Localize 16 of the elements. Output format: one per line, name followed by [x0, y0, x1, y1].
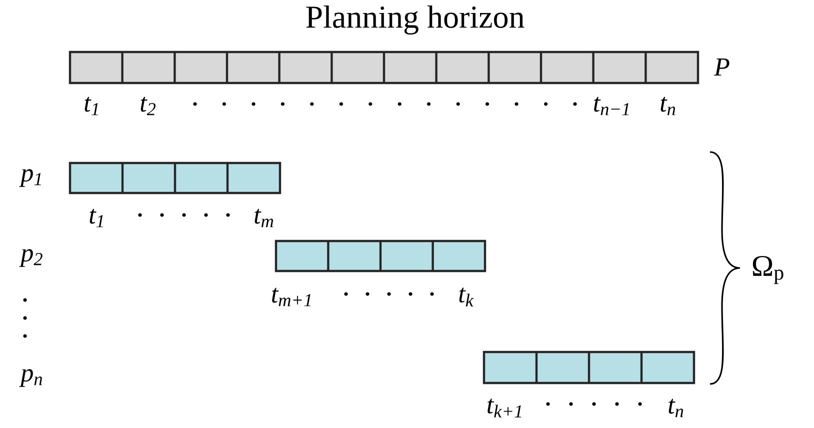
math-label: p$_{2}$: [19, 249, 42, 267]
math-label: P: [714, 58, 730, 76]
math-label: t$_{m}$: [254, 208, 274, 228]
math-label: t$_{m+1}$: [272, 288, 311, 306]
title: Planning horizon: [306, 5, 524, 35]
math-label: t$_{1}$: [84, 96, 98, 116]
math-label: t$_{n}$: [668, 398, 684, 418]
math-label: t$_{n−1}$: [594, 96, 629, 116]
math-label: t$_{n}$: [660, 96, 676, 116]
math-label: t$_{1}$: [90, 208, 103, 228]
math-label: t$_{k+1}$: [488, 398, 522, 418]
math-label: p$_{1}$: [19, 169, 41, 187]
math-label: t$_{k}$: [459, 288, 474, 306]
math-label: Ω$_{p}$: [752, 256, 784, 284]
math-label: p$_{n}$: [19, 369, 42, 387]
math-label: t$_{2}$: [140, 96, 156, 116]
